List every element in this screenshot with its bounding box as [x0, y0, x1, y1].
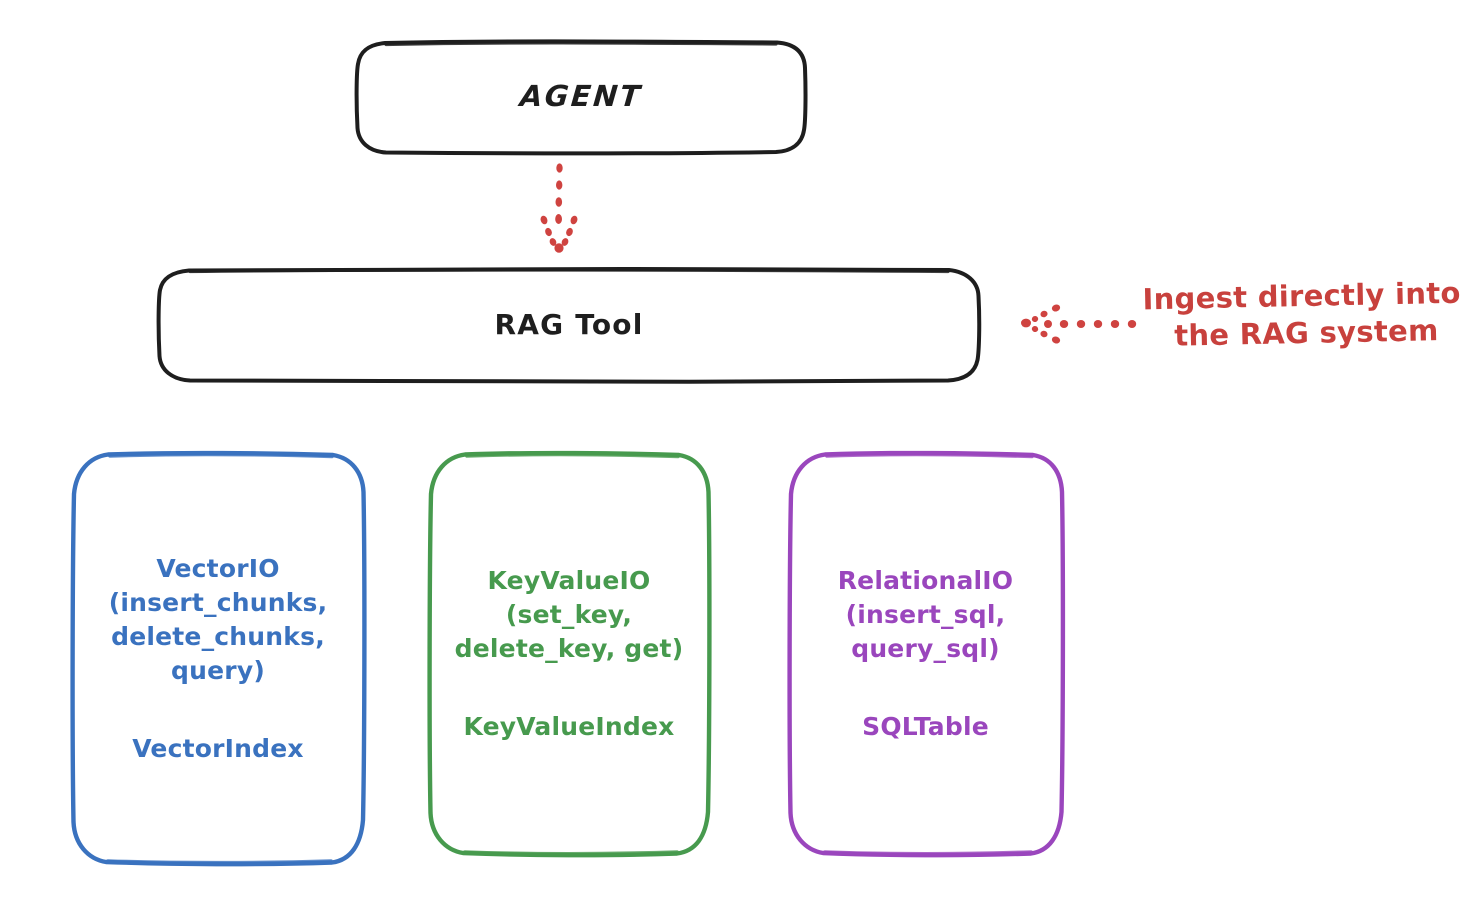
vector-io-index-label: VectorIndex [132, 734, 304, 763]
rag-tool-label: RAG Tool [494, 307, 644, 341]
key-value-io-index-label: KeyValueIndex [463, 712, 675, 741]
agent-to-rag-arrow [540, 163, 578, 253]
key-value-io-node[interactable]: KeyValueIO (set_key, delete_key, get) Ke… [425, 450, 713, 858]
key-value-io-api-label: KeyValueIO (set_key, delete_key, get) [454, 566, 684, 663]
relational-io-node[interactable]: RelationalIO (insert_sql, query_sql) SQL… [785, 450, 1066, 858]
ingest-annotation-line-2: the RAG system [1173, 313, 1439, 353]
relational-io-api-label: RelationalIO (insert_sql, query_sql) [837, 566, 1014, 663]
rag-tool-node[interactable]: RAG Tool [155, 266, 983, 384]
ingest-annotation: Ingest directly into the RAG system [1127, 274, 1476, 355]
agent-node[interactable]: AGENT [353, 38, 809, 156]
vector-io-node[interactable]: VectorIO (insert_chunks, delete_chunks, … [68, 450, 368, 868]
relational-io-index-label: SQLTable [862, 712, 989, 741]
vector-io-api-label: VectorIO (insert_chunks, delete_chunks, … [108, 554, 328, 685]
agent-label: AGENT [518, 79, 644, 114]
ingest-pointer-arrow [1021, 304, 1137, 344]
